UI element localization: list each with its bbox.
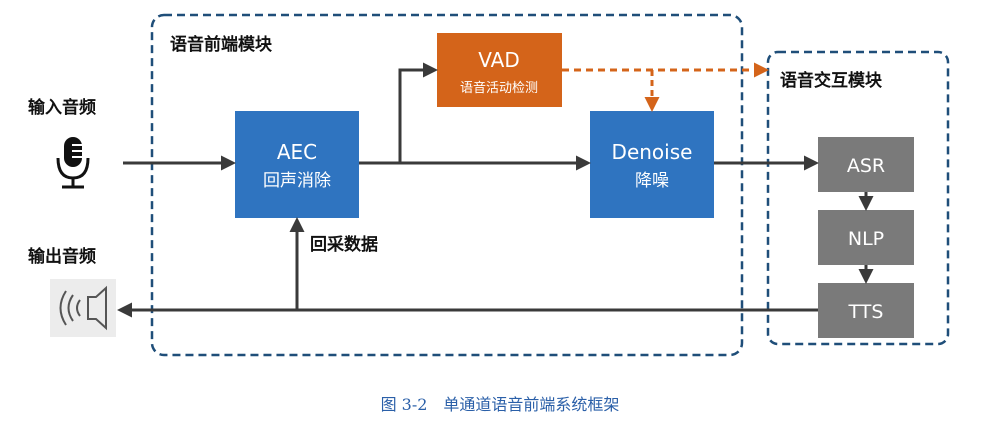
figure-caption: 图 3-2 单通道语音前端系统框架 bbox=[381, 395, 620, 414]
denoise-block: Denoise 降噪 bbox=[590, 111, 714, 218]
nlp-label: NLP bbox=[848, 228, 884, 250]
denoise-title: Denoise bbox=[612, 140, 693, 164]
microphone-icon bbox=[56, 137, 90, 189]
denoise-subtitle: 降噪 bbox=[635, 171, 669, 191]
interaction-module-title: 语音交互模块 bbox=[780, 70, 883, 91]
speaker-icon bbox=[50, 279, 116, 337]
vad-block: VAD 语音活动检测 bbox=[437, 33, 562, 107]
arrow-aec-to-vad bbox=[398, 62, 438, 163]
output-audio-label: 输出音频 bbox=[28, 246, 96, 267]
frontend-module-title: 语音前端模块 bbox=[170, 34, 273, 55]
tts-block: TTS bbox=[818, 283, 914, 338]
vad-title: VAD bbox=[478, 48, 519, 72]
input-audio-label: 输入音频 bbox=[28, 97, 96, 118]
interaction-module-box bbox=[766, 50, 950, 346]
frontend-module-box bbox=[150, 13, 744, 357]
aec-subtitle: 回声消除 bbox=[263, 171, 331, 191]
aec-block: AEC 回声消除 bbox=[235, 111, 359, 218]
tts-label: TTS bbox=[848, 301, 884, 323]
aec-title: AEC bbox=[277, 140, 317, 164]
echo-data-label: 回采数据 bbox=[310, 234, 378, 255]
nlp-block: NLP bbox=[818, 210, 914, 265]
asr-label: ASR bbox=[847, 155, 885, 177]
asr-block: ASR bbox=[818, 137, 914, 192]
vad-subtitle: 语音活动检测 bbox=[460, 80, 538, 96]
